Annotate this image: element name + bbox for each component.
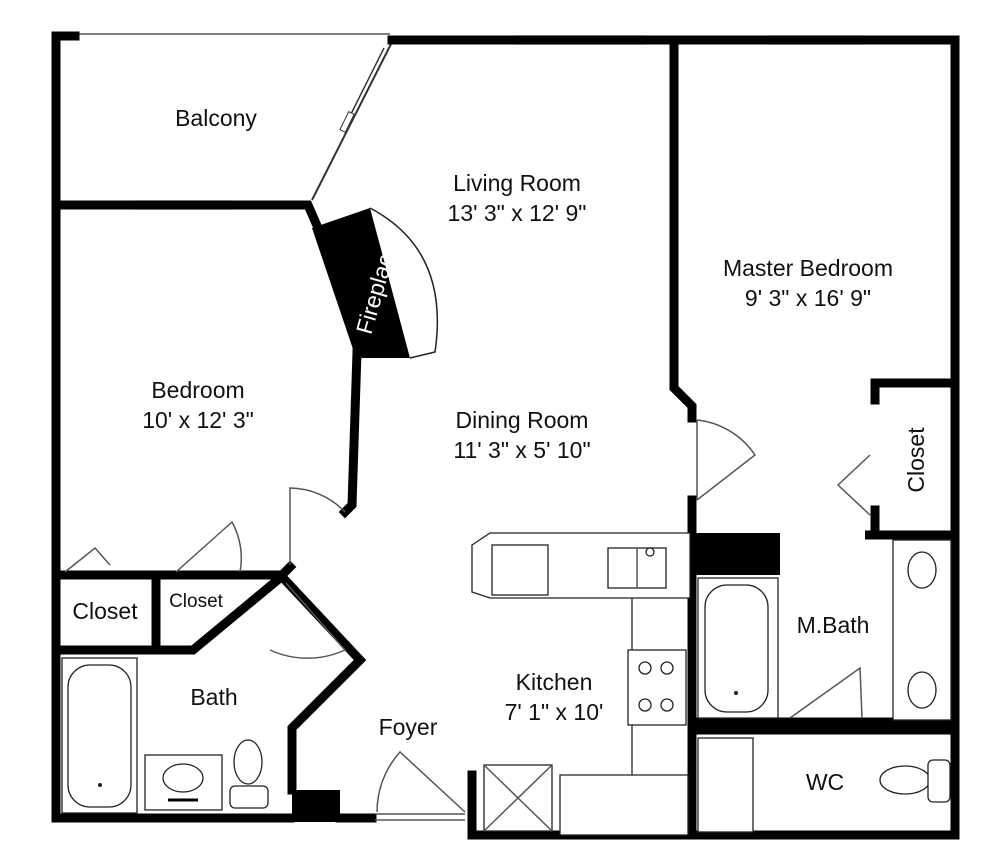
dining-room-size: 11' 3" x 5' 10"	[453, 437, 590, 463]
bath-label: Bath	[190, 684, 237, 710]
doors	[64, 419, 871, 813]
master-double-vanity	[892, 539, 952, 721]
toilet	[229, 739, 269, 809]
fixtures	[61, 532, 952, 836]
bathtub	[61, 657, 138, 814]
kitchen-counter	[471, 532, 691, 836]
master-bath-label: M.Bath	[797, 612, 870, 638]
bedroom-size: 10' x 12' 3"	[142, 407, 254, 433]
room-labels: Balcony Living Room 13' 3" x 12' 9" Mast…	[72, 105, 929, 795]
wc-cabinet	[697, 737, 754, 833]
master-closet-label: Closet	[903, 427, 929, 493]
kitchen-label: Kitchen	[516, 669, 593, 695]
foyer-label: Foyer	[379, 714, 438, 740]
master-bedroom-size: 9' 3" x 16' 9"	[745, 285, 871, 311]
balcony-label: Balcony	[175, 105, 257, 131]
walls	[51, 31, 960, 840]
bedroom-label: Bedroom	[151, 377, 244, 403]
wc-toilet	[879, 759, 951, 803]
balcony-sliding-door	[311, 41, 393, 201]
wc-label: WC	[806, 769, 844, 795]
dining-room-label: Dining Room	[456, 407, 589, 433]
closet-1-label: Closet	[72, 598, 138, 624]
fireplace: Fireplace	[312, 207, 439, 359]
closet-2-label: Closet	[169, 591, 224, 612]
living-room-size: 13' 3" x 12' 9"	[448, 200, 587, 226]
master-bedroom-label: Master Bedroom	[723, 255, 893, 281]
master-bathtub	[697, 577, 779, 719]
living-room-label: Living Room	[453, 170, 581, 196]
kitchen-size: 7' 1" x 10'	[505, 699, 604, 725]
bath-sink	[144, 754, 223, 811]
